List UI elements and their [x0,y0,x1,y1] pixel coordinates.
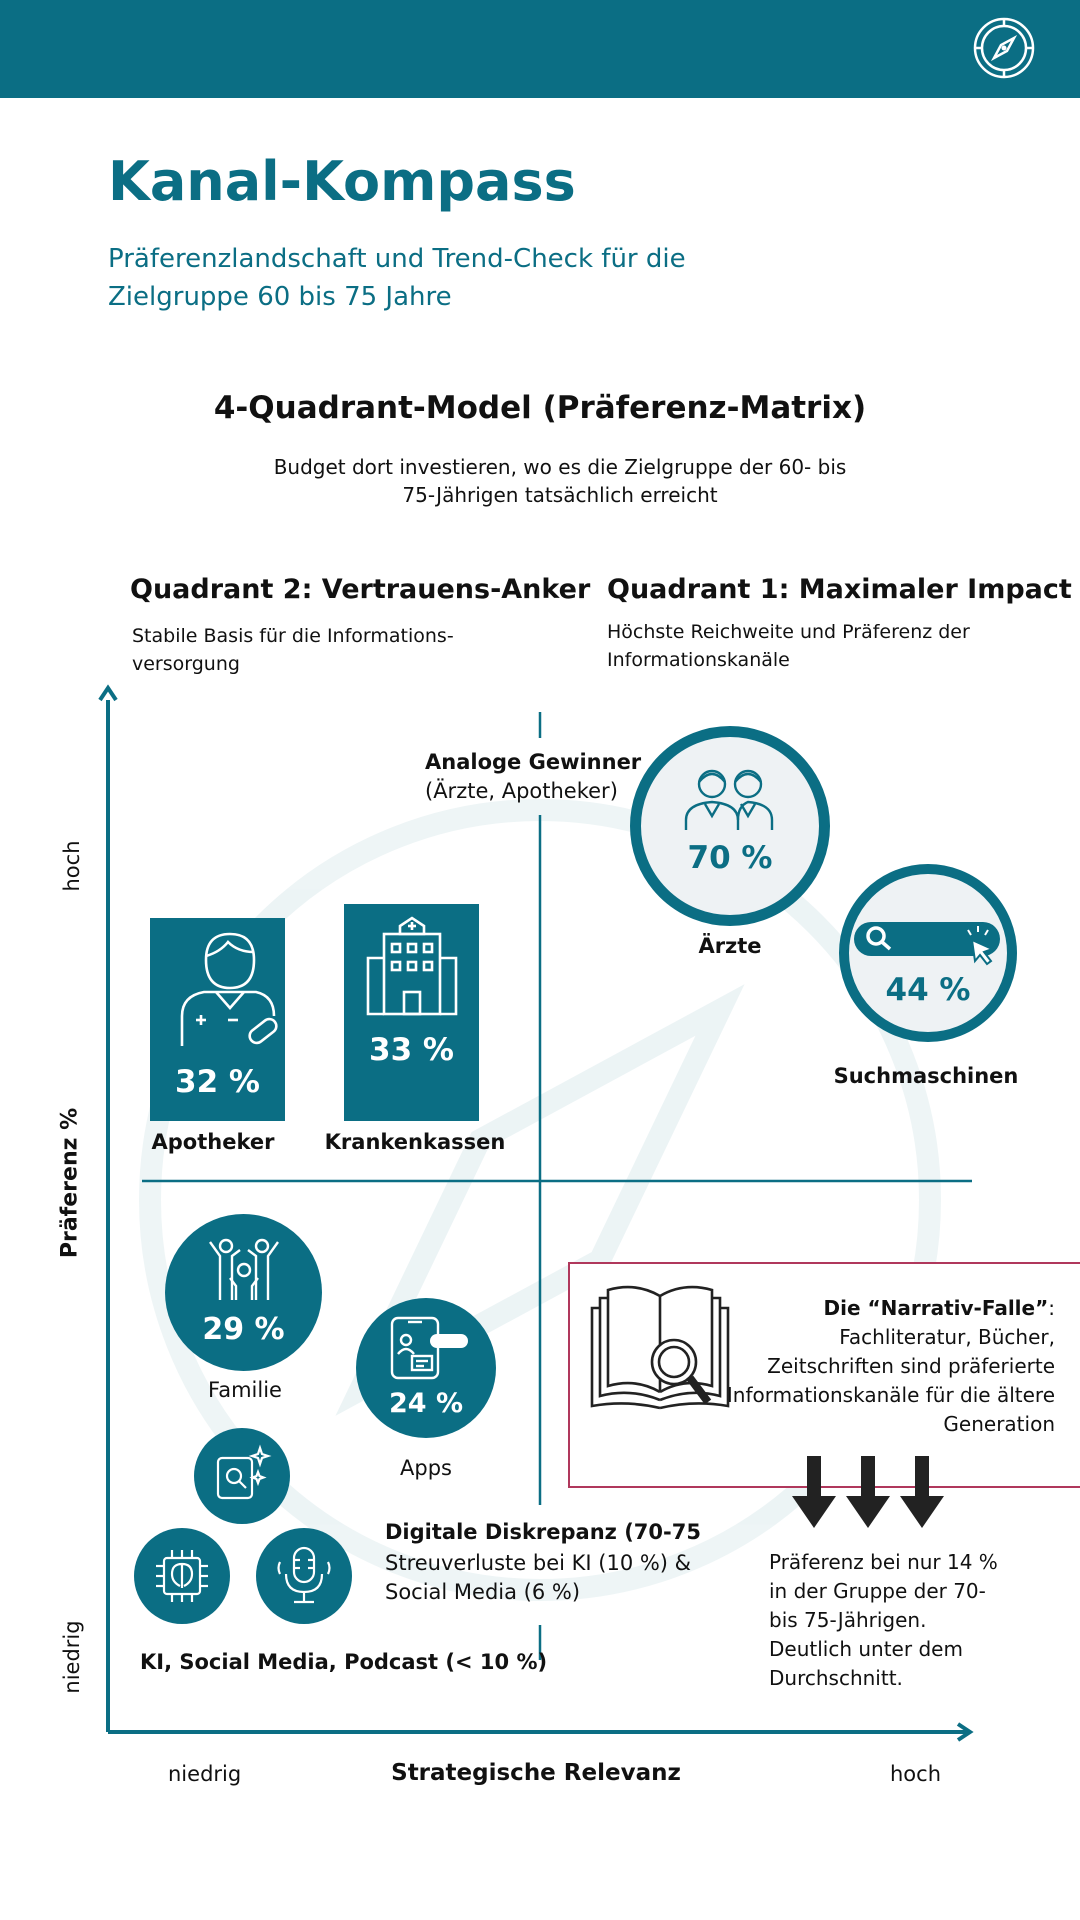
analog-subtitle: (Ärzte, Apotheker) [425,779,618,803]
doctors-icon [684,769,774,830]
digital-group-label: KI, Social Media, Podcast (< 10 %) [140,1650,548,1674]
ai-chip-icon [156,1550,208,1602]
section-title: 4-Quadrant-Model (Präferenz-Matrix) [213,390,867,426]
familie-circle [165,1214,322,1371]
suchmaschinen-value: 44 % [885,972,971,1008]
narrativ-box [568,1262,1080,1488]
analog-title: Analoge Gewinner [425,750,642,774]
hospital-icon [366,916,458,1016]
narrativ-title-suffix: : [1048,1296,1055,1320]
y-axis-low-label: niedrig [60,1620,84,1694]
krankenkassen-label: Krankenkassen [324,1130,506,1154]
compass-icon [973,17,1035,79]
aerzte-circle [630,726,830,926]
familie-label: Familie [208,1378,282,1402]
preference-note: Präferenz bei nur 14 % in der Gruppe der… [769,1550,998,1690]
aerzte-label: Ärzte [698,934,762,958]
microphone-icon [277,1546,331,1604]
y-axis-title: Präferenz % [57,1107,83,1259]
search-bar-icon [854,922,1000,966]
krankenkassen-value: 33 % [369,1032,454,1068]
microphone-circle [256,1528,352,1624]
down-arrows-icon [792,1456,944,1528]
y-axis-high-label: hoch [60,840,84,892]
apps-value: 24 % [388,1388,464,1419]
x-axis-arrow [956,1722,974,1742]
aerzte-value: 70 % [687,840,773,876]
y-axis-arrow [98,684,118,702]
section-subtitle: Budget dort investieren, wo es die Zielg… [273,455,847,507]
search-sparkle-icon [216,1444,272,1500]
digital-title: Digitale Diskrepanz (70-75 [385,1520,701,1544]
x-axis-title: Strategische Relevanz [391,1760,681,1786]
quadrant-2-desc: Stabile Basis für die Informations- vers… [132,625,454,675]
familie-value: 29 % [202,1312,285,1347]
apotheker-label: Apotheker [151,1130,275,1154]
phone-app-icon [390,1316,468,1380]
digital-text: Streuverluste bei KI (10 %) & Social Med… [385,1551,692,1604]
apps-label: Apps [400,1456,452,1480]
quadrant-2-title: Quadrant 2: Vertrauens-Anker [130,574,591,605]
pharmacist-icon [180,932,278,1046]
quadrant-1-title: Quadrant 1: Maximaler Impact [607,574,1072,605]
apotheker-value: 32 % [175,1064,260,1100]
quadrant-1-desc: Höchste Reichweite und Präferenz der Inf… [607,621,970,671]
narrativ-text: Die “Narrativ-Falle”: Fachliteratur, Büc… [726,1296,1055,1436]
x-axis-low-label: niedrig [168,1762,242,1786]
family-icon [209,1238,279,1300]
narrativ-title: Die “Narrativ-Falle” [823,1296,1049,1320]
page-title: Kanal-Kompass [108,150,576,213]
suchmaschinen-label: Suchmaschinen [833,1064,1019,1088]
page-subtitle: Präferenzlandschaft und Trend-Check für … [108,244,686,312]
header-bar [0,0,1080,98]
books-magnifier-icon [590,1285,730,1410]
apps-circle [356,1298,496,1438]
x-axis-high-label: hoch [890,1762,942,1786]
